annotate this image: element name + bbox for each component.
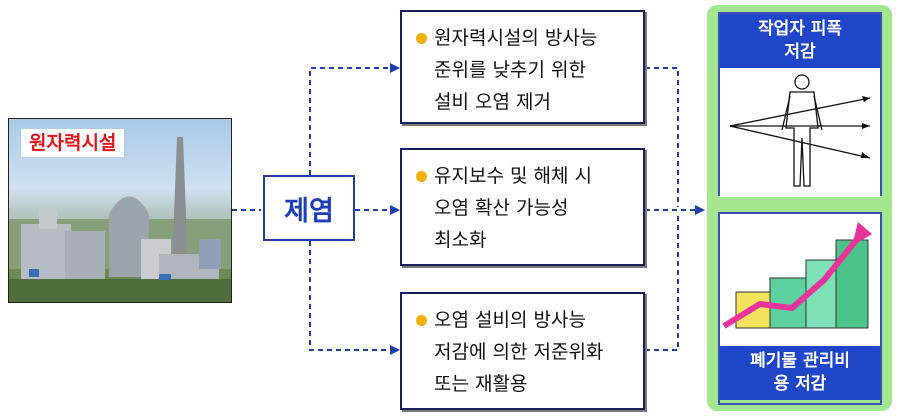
connector-center-to-box3 [309, 241, 400, 355]
bullet-icon [416, 171, 427, 182]
facility-label: 원자력시설 [21, 129, 125, 157]
worker-radiation-icon [729, 74, 871, 187]
worker-exposure-title: 작업자 피폭 저감 [720, 14, 880, 68]
decontamination-node: 제염 [263, 175, 355, 241]
worker-exposure-title-line1: 작업자 피폭 [757, 19, 843, 39]
waste-cost-title: 폐기물 관리비 용 저감 [720, 346, 880, 400]
box2-text: 유지보수 및 해체 시 오염 확산 가능성 최소화 [416, 160, 633, 256]
box2-line3: 최소화 [434, 229, 487, 251]
decontamination-label: 제염 [284, 195, 334, 227]
connector-center-to-box1 [309, 63, 400, 175]
box3-line3: 또는 재활용 [434, 373, 528, 395]
rising-cost-icon [722, 222, 872, 329]
box1-line2: 준위를 낮추기 위한 [434, 59, 586, 81]
waste-cost-title-line2: 용 저감 [773, 374, 827, 394]
box1-line3: 설비 오염 제거 [434, 91, 551, 113]
box-facility-decontamination: 원자력시설의 방사능 준위를 낮추기 위한 설비 오염 제거 [400, 10, 645, 124]
box1-line1: 원자력시설의 방사능 [434, 27, 598, 49]
waste-chart-image [720, 214, 880, 346]
box-recycling: 오염 설비의 방사능 저감에 의한 저준위화 또는 재활용 [400, 292, 645, 410]
nuclear-plant-illustration [9, 137, 231, 302]
nuclear-facility-photo: 원자력시설 [8, 118, 232, 303]
box3-text: 오염 설비의 방사능 저감에 의한 저준위화 또는 재활용 [416, 304, 633, 400]
box-spread-minimization: 유지보수 및 해체 시 오염 확산 가능성 최소화 [400, 148, 645, 266]
waste-cost-card: 폐기물 관리비 용 저감 [718, 212, 882, 405]
worker-figure-image [720, 68, 880, 197]
box2-line2: 오염 확산 가능성 [434, 197, 569, 219]
waste-cost-title-line1: 폐기물 관리비 [750, 351, 850, 371]
worker-exposure-title-line2: 저감 [784, 42, 816, 62]
box1-text: 원자력시설의 방사능 준위를 낮추기 위한 설비 오염 제거 [416, 22, 633, 118]
box3-line2: 저감에 의한 저준위화 [434, 341, 604, 363]
connector-box1-to-right [645, 67, 679, 207]
bullet-icon [416, 33, 427, 44]
connector-box3-to-right [645, 213, 679, 351]
box2-line1: 유지보수 및 해체 시 [434, 165, 592, 187]
box3-line1: 오염 설비의 방사능 [434, 309, 586, 331]
bullet-icon [416, 315, 427, 326]
worker-exposure-card: 작업자 피폭 저감 [718, 12, 882, 197]
